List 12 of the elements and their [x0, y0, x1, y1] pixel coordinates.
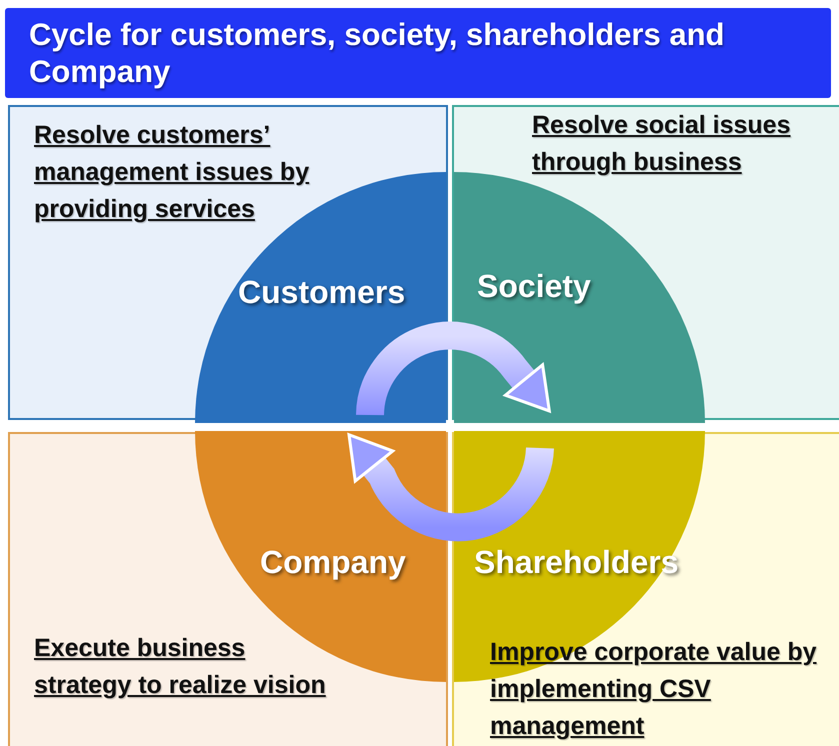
quadrant-panel	[452, 105, 839, 420]
segment-label: Company	[260, 544, 406, 581]
panel-heading: Execute business strategy to realize vision	[34, 633, 327, 701]
segment-label: Customers	[238, 274, 406, 311]
quadrant-panel	[452, 432, 839, 746]
segment-label: Society	[477, 268, 591, 305]
panel-heading: Resolve customers’ management issues by providing services	[34, 120, 310, 225]
quadrant-panel	[8, 432, 448, 746]
quadrant-panel	[8, 105, 448, 420]
title-banner: Cycle for customers, society, shareholders and Company	[5, 8, 831, 98]
cycle-arrow	[348, 433, 554, 542]
panel-heading: Resolve social issues through business	[532, 110, 792, 178]
